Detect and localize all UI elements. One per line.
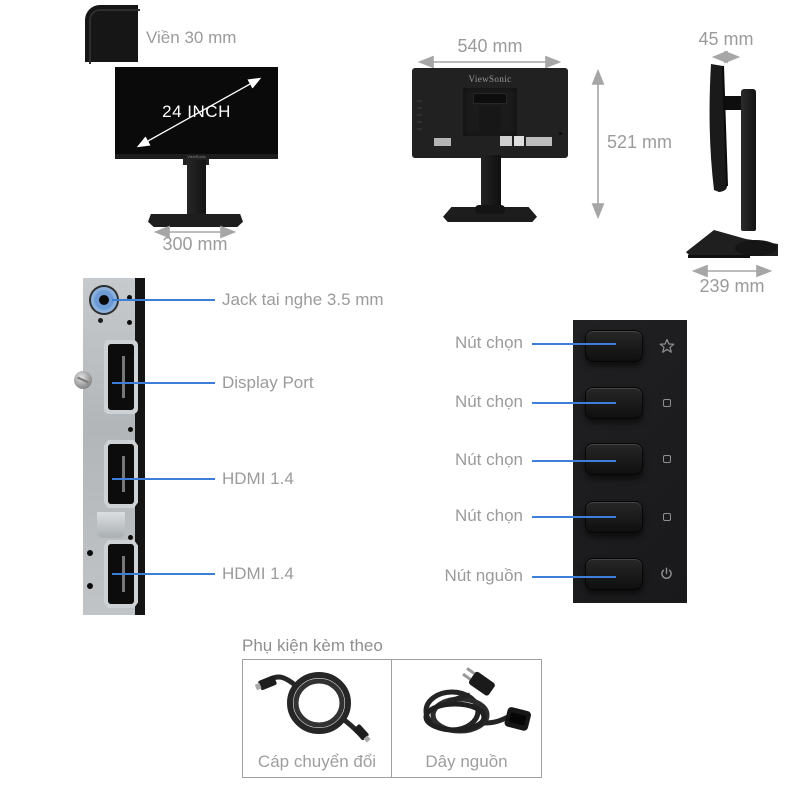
back-view-panel: ViewSonic — [412, 68, 568, 158]
vesa-column — [479, 106, 501, 136]
metal-clip — [97, 512, 125, 538]
vent-hole — [127, 320, 132, 325]
screen-size-label: 24 INCH — [162, 102, 231, 121]
vent-line — [417, 100, 422, 102]
side-stand-column — [741, 89, 756, 231]
ports-panel-edge — [135, 278, 145, 615]
square-icon — [663, 513, 671, 521]
front-bottom-bezel: ViewSonic — [115, 154, 278, 159]
side-view-panel — [709, 64, 728, 192]
front-brand-logo: ViewSonic — [187, 154, 206, 159]
label-sticker — [434, 138, 451, 146]
depth-arrow — [691, 264, 773, 278]
control-label-select-2: Nút chọn — [454, 392, 523, 411]
base-width-arrow — [153, 225, 237, 239]
accessory-cell: Cáp chuyển đổi — [243, 660, 392, 777]
monitor-width-label: 540 mm — [457, 36, 523, 56]
power-led-hole — [559, 132, 562, 135]
vent-line — [417, 128, 422, 130]
side-stand-base — [686, 230, 778, 258]
callout-line — [532, 576, 616, 578]
jack-hole — [99, 295, 109, 305]
vent-hole — [128, 535, 133, 540]
diagonal-size-arrow — [136, 77, 262, 148]
control-label-power: Nút nguồn — [444, 566, 523, 585]
vent-hole — [87, 583, 93, 589]
port-contacts — [122, 456, 125, 492]
vent-hole — [128, 352, 133, 357]
displayport-icon — [104, 340, 138, 414]
label-sticker — [526, 137, 552, 146]
vent-line — [417, 107, 422, 109]
power-cord-icon — [423, 667, 531, 734]
monitor-height-label: 521 mm — [607, 132, 673, 152]
square-icon — [663, 455, 671, 463]
ports-panel-photo — [74, 278, 145, 615]
base-width-label: 300 mm — [162, 234, 228, 254]
vent-hole — [127, 295, 132, 300]
thickness-arrow — [711, 50, 741, 64]
callout-line — [532, 402, 616, 404]
vent-hole — [128, 588, 133, 593]
port-label-hdmi-1: HDMI 1.4 — [222, 469, 294, 488]
power-button — [585, 558, 643, 590]
port-label-hdmi-2: HDMI 1.4 — [222, 564, 294, 583]
control-label-select-3: Nút chọn — [454, 450, 523, 469]
vent-hole — [128, 427, 133, 432]
vent-line — [417, 114, 422, 116]
callout-line — [112, 573, 215, 575]
square-icon — [663, 399, 671, 407]
port-label-displayport: Display Port — [222, 373, 314, 392]
label-sticker — [500, 136, 512, 146]
vesa-slot — [473, 93, 507, 104]
monitor-height-arrow — [591, 68, 605, 220]
callout-line — [532, 460, 616, 462]
adapter-cable-icon — [255, 672, 371, 743]
thickness-label: 45 mm — [698, 29, 754, 49]
vent-hole — [87, 550, 93, 556]
vent-hole — [128, 377, 133, 382]
bezel-thickness-label: Viền 30 mm — [146, 28, 237, 47]
side-hinge — [724, 96, 742, 110]
accessory-cell: Dây nguồn — [392, 660, 541, 777]
control-label-select-4: Nút chọn — [454, 506, 523, 525]
callout-line — [112, 299, 215, 301]
depth-label: 239 mm — [699, 276, 765, 296]
star-icon — [659, 338, 675, 353]
select-button — [585, 443, 643, 475]
hdmi-port-icon — [104, 440, 138, 508]
port-contacts — [122, 356, 125, 398]
label-sticker — [514, 136, 524, 146]
accessories-heading: Phụ kiện kèm theo — [242, 636, 383, 655]
front-stand-base — [148, 214, 243, 227]
accessory-label-adapter-cable: Cáp chuyển đổi — [257, 752, 377, 771]
back-brand-logo: ViewSonic — [468, 74, 512, 84]
callout-line — [112, 478, 215, 480]
vent-hole — [128, 482, 133, 487]
callout-line — [112, 382, 215, 384]
callout-line — [532, 516, 616, 518]
port-cavity — [108, 444, 134, 504]
screw-icon — [74, 371, 92, 389]
vent-line — [417, 121, 422, 123]
front-view-screen: 24 INCH ViewSonic — [115, 67, 278, 159]
callout-line — [532, 343, 616, 345]
accessories-table: Cáp chuyển đổi Dây nguồn — [242, 659, 542, 778]
back-stand-hub — [475, 205, 505, 214]
port-label-jack: Jack tai nghe 3.5 mm — [222, 290, 384, 309]
power-icon — [661, 567, 672, 579]
front-stand-neck — [187, 160, 206, 216]
back-stand-base — [443, 207, 537, 222]
back-stand-column — [481, 155, 501, 210]
bezel-corner-photo — [85, 5, 140, 64]
accessory-label-power-cord: Dây nguồn — [425, 752, 508, 771]
control-label-select-1: Nút chọn — [454, 333, 523, 352]
monitor-width-arrow — [417, 55, 562, 69]
vesa-mount — [463, 88, 517, 136]
select-button — [585, 330, 643, 362]
panel-hole — [98, 318, 103, 323]
